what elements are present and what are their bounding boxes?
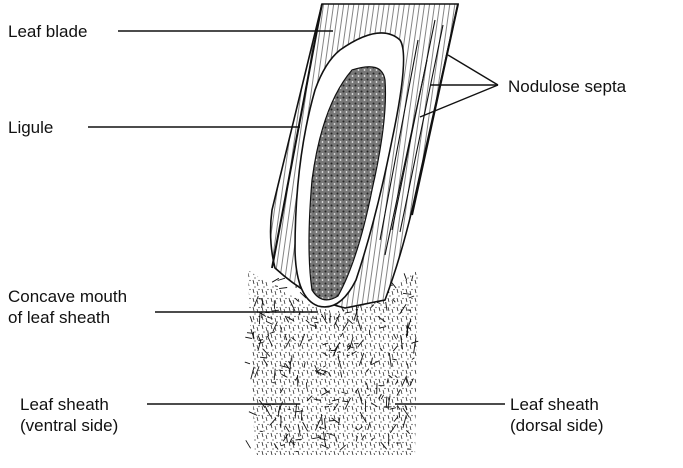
sheath-hair bbox=[329, 420, 335, 421]
sheath-hair bbox=[404, 273, 407, 280]
sheath-hair bbox=[259, 313, 260, 324]
label-sheath-dorsal-line2: (dorsal side) bbox=[510, 415, 604, 436]
sheath-hair bbox=[275, 286, 278, 287]
label-ligule: Ligule bbox=[8, 117, 53, 138]
sheath-hair bbox=[245, 362, 250, 364]
sheath-hair bbox=[308, 340, 311, 341]
sheath-hair bbox=[306, 382, 307, 388]
sheath-hair bbox=[246, 440, 251, 448]
sheath-hair bbox=[296, 451, 299, 452]
leader-septa-1 bbox=[448, 55, 498, 85]
sheath-hair bbox=[386, 397, 387, 408]
sheath-hair bbox=[279, 288, 287, 289]
label-sheath-ventral-line1: Leaf sheath bbox=[20, 394, 109, 415]
label-concave-mouth-line2: of leaf sheath bbox=[8, 307, 110, 328]
sheath-hair bbox=[325, 407, 330, 408]
sheath-hair bbox=[312, 318, 317, 319]
label-leaf-blade: Leaf blade bbox=[8, 21, 87, 42]
label-nodulose-septa: Nodulose septa bbox=[508, 76, 626, 97]
label-sheath-ventral-line2: (ventral side) bbox=[20, 415, 118, 436]
label-concave-mouth-line1: Concave mouth bbox=[8, 286, 127, 307]
label-sheath-dorsal-line1: Leaf sheath bbox=[510, 394, 599, 415]
